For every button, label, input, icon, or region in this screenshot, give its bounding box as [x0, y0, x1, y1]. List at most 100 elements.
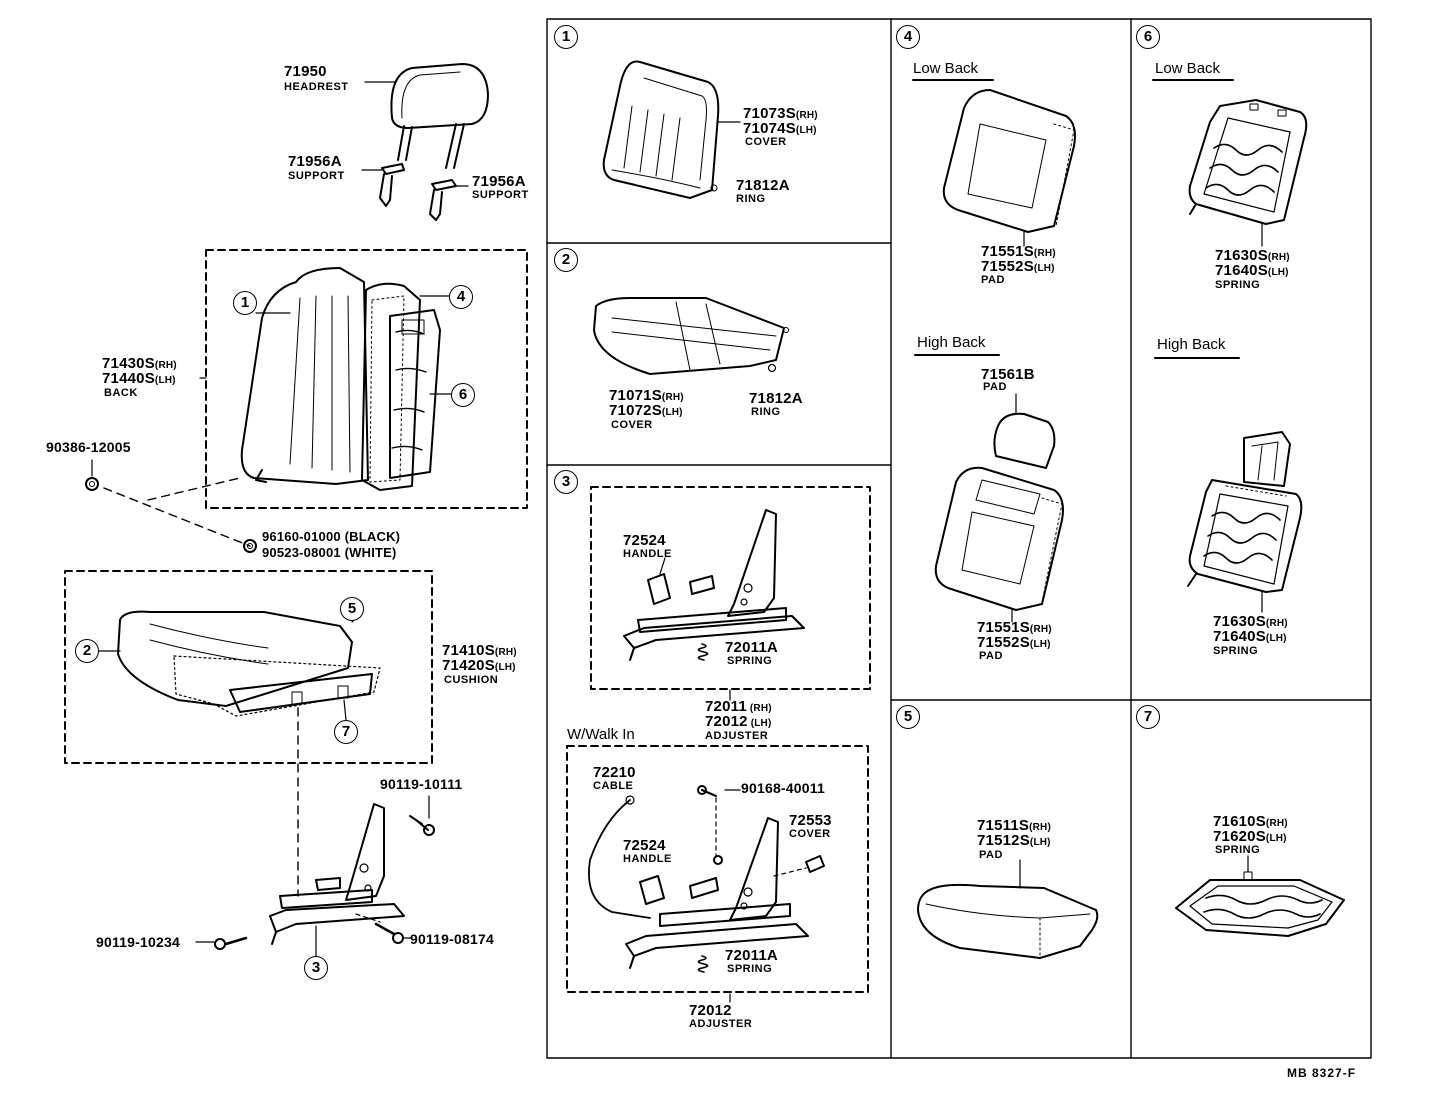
spring-low-part-number-lh: 71640S(LH) [1215, 262, 1289, 279]
bolt-10234-part-number: 90119-10234 [96, 934, 180, 950]
cushion-spring-part-number-lh: 71620S(LH) [1213, 828, 1287, 845]
panel4-low-pad-drawing [942, 89, 1076, 247]
walkin-adjuster-name: ADJUSTER [689, 1018, 753, 1030]
panel2-cover-drawing [593, 297, 789, 375]
callout-2-cushion: 2 [75, 639, 99, 663]
handle-2-part-number: 72524 [623, 837, 666, 854]
panel4-high-back-title: High Back [917, 334, 986, 351]
panel4-high-pad-drawing [934, 466, 1064, 623]
cable-part-number: 72210 [593, 764, 636, 781]
walkin-adjuster-drawing [588, 785, 825, 1003]
handle-2-name: HANDLE [623, 853, 672, 865]
panel4-number: 4 [896, 25, 920, 49]
back-part-number-rh: 71430S(RH) [102, 355, 177, 372]
clip-black-part-number: 96160-01000 (BLACK) [262, 529, 401, 544]
panel6-high-back-title: High Back [1157, 336, 1226, 353]
walkin-adjuster-part-number: 72012 [689, 1002, 732, 1019]
support-right-name: SUPPORT [472, 189, 529, 201]
panel3-box [590, 486, 871, 690]
headrest-part-number: 71950 [284, 63, 327, 80]
walkin-cover-name: COVER [789, 828, 831, 840]
diagram-reference-code: MB 8327-F [1287, 1066, 1357, 1080]
callout-4-back: 4 [449, 285, 473, 309]
callout-7-cushion: 7 [334, 720, 358, 744]
spring-low-name: SPRING [1215, 279, 1261, 291]
cushion-spring-part-number-rh: 71610S(RH) [1213, 813, 1288, 830]
adjuster-part-number-rh: 72011 (RH) [705, 698, 772, 715]
spring-high-name: SPRING [1213, 645, 1259, 657]
cushion-cover-name: COVER [611, 419, 653, 431]
pad-low-part-number-rh: 71551S(RH) [981, 243, 1056, 260]
panel5-number: 5 [896, 705, 920, 729]
spring-2-name: SPRING [727, 963, 773, 975]
panel6-low-spring-drawing [1188, 99, 1308, 247]
handle-1-name: HANDLE [623, 548, 672, 560]
nut-part-number: 90386-12005 [46, 439, 131, 455]
spring-high-part-number-lh: 71640S(LH) [1213, 628, 1287, 645]
callout-5-cushion: 5 [340, 597, 364, 621]
headrest-drawing [364, 63, 489, 169]
panel6-low-back-title: Low Back [1155, 60, 1221, 77]
pad-high-part-number-rh: 71551S(RH) [977, 619, 1052, 636]
cushion-cover-part-number-rh: 71071S(RH) [609, 387, 684, 404]
spring-high-part-number-rh: 71630S(RH) [1213, 613, 1288, 630]
callout-3-adjuster: 3 [304, 956, 328, 980]
back-cover-part-number-rh: 71073S(RH) [743, 105, 818, 122]
cushion-assembly-box [64, 570, 433, 764]
ring-2-name: RING [751, 406, 781, 418]
adjuster-part-number-lh: 72012 (LH) [705, 713, 772, 730]
panel-grid [546, 18, 1372, 1059]
back-fasteners [85, 459, 257, 553]
back-name: BACK [104, 387, 138, 399]
panel3-number: 3 [554, 470, 578, 494]
ring-2-part-number: 71812A [749, 390, 803, 407]
cushion-cover-part-number-lh: 71072S(LH) [609, 402, 683, 419]
panel1-number: 1 [554, 25, 578, 49]
ring-1-name: RING [736, 193, 766, 205]
panel4-low-back-title: Low Back [913, 60, 979, 77]
spring-1-part-number: 72011A [725, 639, 778, 656]
pad-top-part-number: 71561B [981, 366, 1035, 383]
pad-high-name: PAD [979, 650, 1003, 662]
cable-name: CABLE [593, 780, 634, 792]
panel4-title-rules [912, 79, 1000, 356]
walk-in-title: W/Walk In [567, 726, 635, 743]
support-right-part-number: 71956A [472, 173, 526, 190]
back-assembly-box [205, 249, 528, 509]
panel6-high-spring-drawing [1187, 431, 1303, 613]
screw-part-number: 90168-40011 [741, 780, 825, 796]
cushion-pad-part-number-rh: 71511S(RH) [977, 817, 1051, 834]
panel7-spring-drawing [1175, 855, 1345, 937]
support-left-name: SUPPORT [288, 170, 345, 182]
ring-1-part-number: 71812A [736, 177, 790, 194]
pad-high-part-number-lh: 71552S(LH) [977, 634, 1051, 651]
panel6-number: 6 [1136, 25, 1160, 49]
support-left-drawing [361, 163, 405, 207]
cushion-pad-name: PAD [979, 849, 1003, 861]
cushion-assembly-drawing [97, 609, 381, 897]
panel5-pad-drawing [917, 859, 1099, 959]
panel6-title-rules [1152, 79, 1240, 359]
panel1-cover-drawing [602, 60, 741, 199]
support-left-part-number: 71956A [288, 153, 342, 170]
cushion-spring-name: SPRING [1215, 844, 1261, 856]
pad-top-name: PAD [983, 381, 1007, 393]
clip-white-part-number: 90523-08001 (WHITE) [262, 545, 397, 560]
back-part-number-lh: 71440S(LH) [102, 370, 176, 387]
spring-low-part-number-rh: 71630S(RH) [1215, 247, 1290, 264]
adjuster-name: ADJUSTER [705, 730, 769, 742]
cushion-pad-part-number-lh: 71512S(LH) [977, 832, 1051, 849]
back-cover-name: COVER [745, 136, 787, 148]
cushion-part-number-lh: 71420S(LH) [442, 657, 516, 674]
panel4-top-pad-drawing [993, 393, 1056, 469]
panel7-number: 7 [1136, 705, 1160, 729]
handle-1-part-number: 72524 [623, 532, 666, 549]
cushion-name: CUSHION [444, 674, 499, 686]
spring-1-name: SPRING [727, 655, 773, 667]
panel3-adjuster-drawing [623, 509, 805, 701]
walkin-cover-part-number: 72553 [789, 812, 832, 829]
cushion-part-number-rh: 71410S(RH) [442, 642, 517, 659]
support-right-drawing [429, 179, 469, 221]
pad-low-part-number-lh: 71552S(LH) [981, 258, 1055, 275]
